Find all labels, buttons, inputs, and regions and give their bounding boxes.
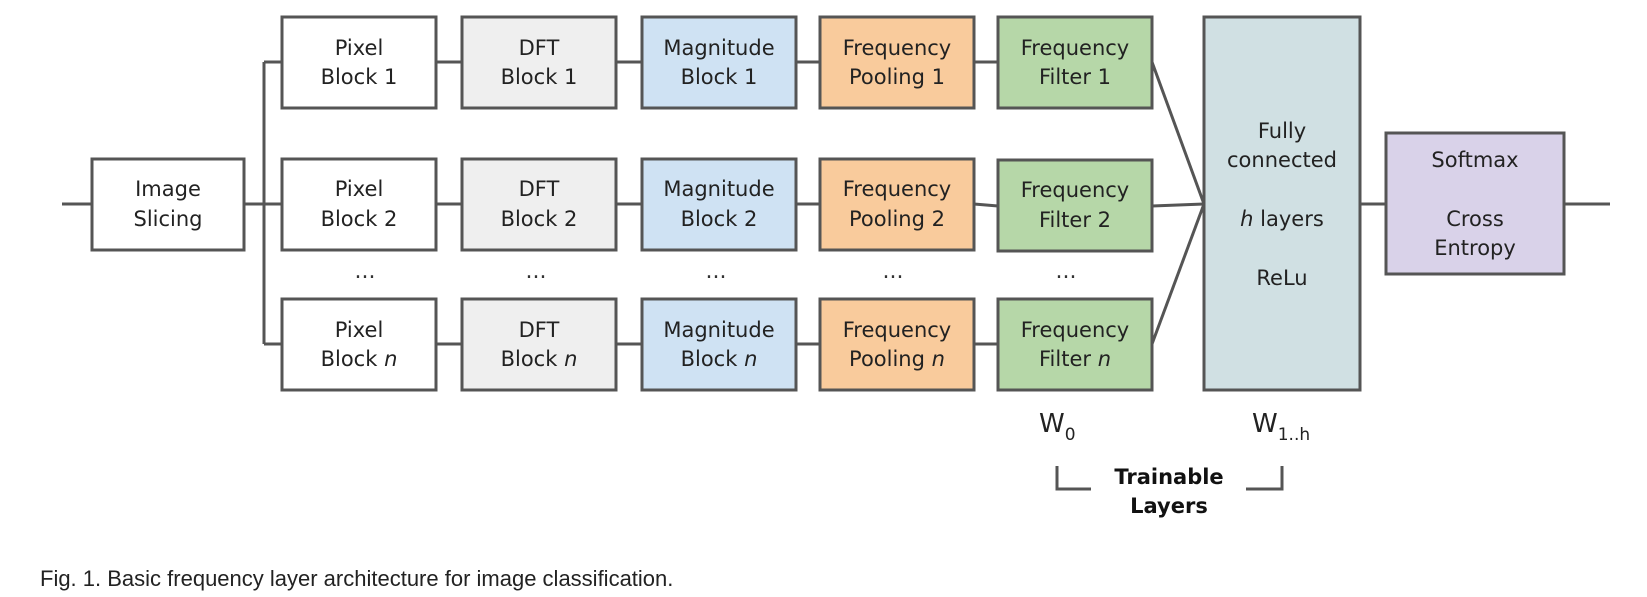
frequency-pooling-2: Frequency Pooling 2	[818, 157, 976, 252]
frequency-filter-n-line1: Frequency	[1021, 318, 1130, 342]
magnitude-block-1-line1: Magnitude	[663, 36, 774, 60]
fully-connected-box: Fully connected h layers ReLu	[1202, 15, 1362, 392]
frequency-filter-1-line1: Frequency	[1021, 36, 1130, 60]
ellipsis-row: ... ... ... ... ...	[355, 259, 1077, 284]
fully-connected-line2: connected	[1227, 148, 1337, 172]
magnitude-block-1: Magnitude Block 1	[640, 15, 798, 110]
magnitude-block-n-line2: Block n	[681, 347, 758, 371]
weight-w1h-label: W1..h	[1252, 409, 1310, 445]
frequency-filter-1-line2: Filter 1	[1039, 65, 1111, 89]
ellipsis-magnitude: ...	[706, 259, 727, 284]
magnitude-block-1-line2: Block 1	[681, 65, 758, 89]
pixel-block-n: Pixel Block n	[280, 297, 438, 392]
frequency-pooling-1-line1: Frequency	[843, 36, 952, 60]
image-slicing-label-line1: Image	[135, 177, 201, 201]
pixel-block-n-line2: Block n	[321, 347, 398, 371]
softmax-line3: Entropy	[1434, 236, 1516, 260]
relu-label: ReLu	[1256, 266, 1307, 290]
dft-block-1-line2: Block 1	[501, 65, 578, 89]
frequency-pooling-1: Frequency Pooling 1	[818, 15, 976, 110]
frequency-pooling-n-line2: Pooling n	[849, 347, 945, 371]
ellipsis-pixel: ...	[355, 259, 376, 284]
image-slicing-box: Image Slicing	[90, 157, 246, 252]
connector-lines	[62, 60, 1610, 346]
fully-connected-line1: Fully	[1258, 119, 1306, 143]
dft-block-n-line1: DFT	[519, 318, 560, 342]
frequency-filter-2-line1: Frequency	[1021, 178, 1130, 202]
figure-caption: Fig. 1. Basic frequency layer architectu…	[40, 566, 674, 591]
dft-block-n: DFT Block n	[460, 297, 618, 392]
pixel-block-1-line1: Pixel	[335, 36, 384, 60]
pixel-block-2: Pixel Block 2	[280, 157, 438, 252]
trainable-label-line2: Layers	[1130, 494, 1208, 518]
trainable-label-line1: Trainable	[1114, 465, 1223, 489]
frequency-pooling-n: Frequency Pooling n	[818, 297, 976, 392]
frequency-filter-n: Frequency Filter n	[996, 297, 1154, 392]
frequency-pooling-2-line2: Pooling 2	[849, 207, 945, 231]
image-slicing-label-line2: Slicing	[133, 207, 202, 231]
dft-block-1: DFT Block 1	[460, 15, 618, 110]
dft-block-2-line1: DFT	[519, 177, 560, 201]
magnitude-block-n: Magnitude Block n	[640, 297, 798, 392]
frequency-filter-1: Frequency Filter 1	[996, 15, 1154, 110]
dft-block-n-line2: Block n	[501, 347, 578, 371]
softmax-line2: Cross	[1446, 207, 1504, 231]
dft-block-2: DFT Block 2	[460, 157, 618, 252]
frequency-filter-2-line2: Filter 2	[1039, 208, 1111, 232]
magnitude-block-2: Magnitude Block 2	[640, 157, 798, 252]
magnitude-block-2-line1: Magnitude	[663, 177, 774, 201]
dft-block-1-line1: DFT	[519, 36, 560, 60]
frequency-pooling-n-line1: Frequency	[843, 318, 952, 342]
frequency-pooling-2-line1: Frequency	[843, 177, 952, 201]
frequency-pooling-1-line2: Pooling 1	[849, 65, 945, 89]
ellipsis-dft: ...	[526, 259, 547, 284]
pixel-block-1-line2: Block 1	[321, 65, 398, 89]
pixel-block-2-line2: Block 2	[321, 207, 398, 231]
pixel-block-n-line1: Pixel	[335, 318, 384, 342]
ellipsis-filter: ...	[1056, 259, 1077, 284]
ellipsis-pooling: ...	[883, 259, 904, 284]
trainable-layers-bracket: Trainable Layers	[1055, 465, 1284, 518]
softmax-box: Softmax Cross Entropy	[1384, 131, 1566, 276]
magnitude-block-n-line1: Magnitude	[663, 318, 774, 342]
frequency-filter-n-line2: Filter n	[1039, 347, 1111, 371]
magnitude-block-2-line2: Block 2	[681, 207, 758, 231]
pixel-block-2-line1: Pixel	[335, 177, 384, 201]
pixel-block-1: Pixel Block 1	[280, 15, 438, 110]
frequency-filter-2: Frequency Filter 2	[996, 158, 1154, 253]
hidden-layers-label: h layers	[1240, 207, 1324, 231]
dft-block-2-line2: Block 2	[501, 207, 578, 231]
weight-w0-label: W0	[1039, 409, 1076, 445]
softmax-line1: Softmax	[1431, 148, 1518, 172]
